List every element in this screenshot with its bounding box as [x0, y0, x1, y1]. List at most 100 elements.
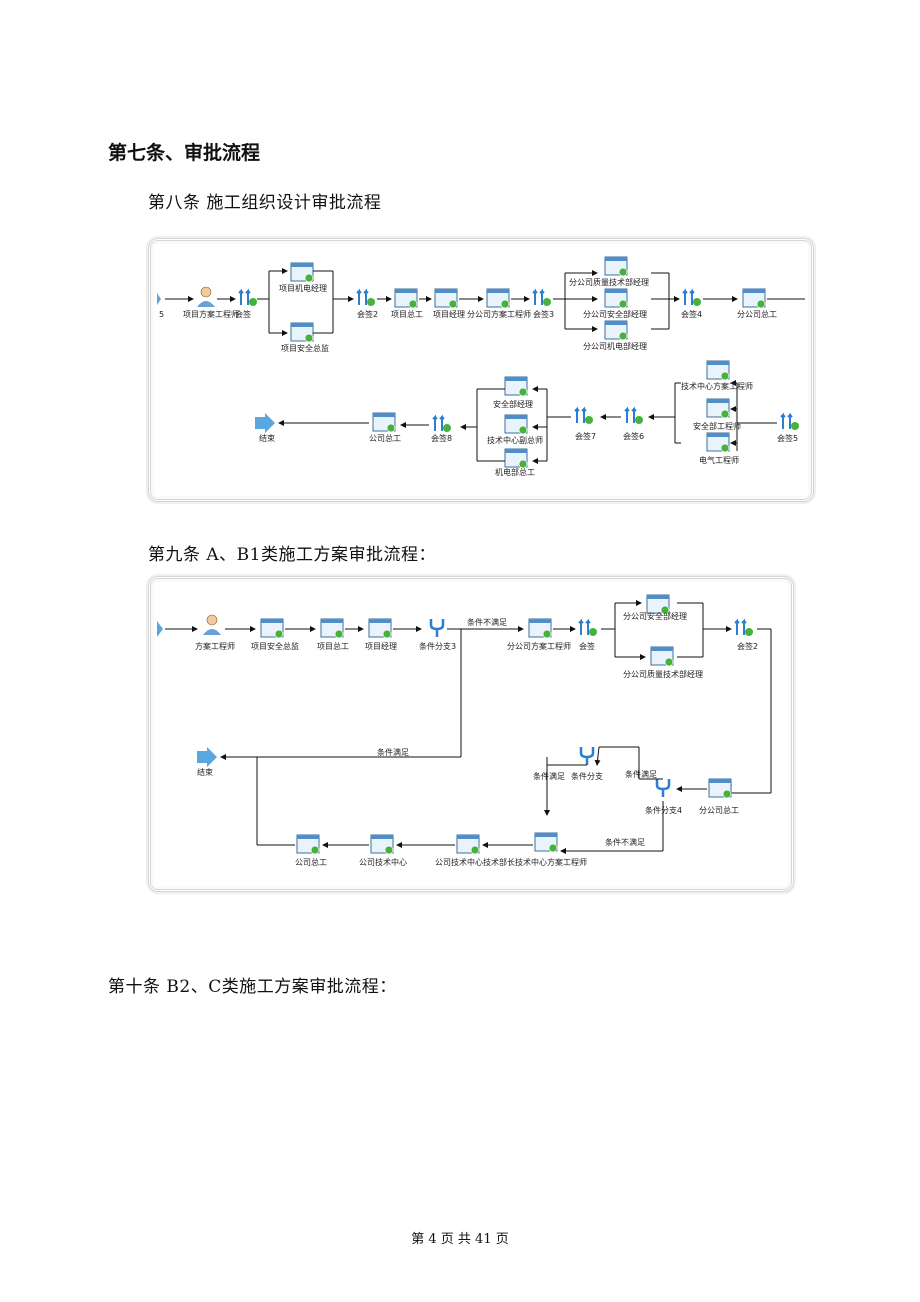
node-label: 条件分支3 — [419, 641, 456, 651]
node-label: 会签4 — [681, 309, 702, 319]
task-icon — [372, 412, 396, 433]
node-label: 会签2 — [357, 309, 378, 319]
flowchart-svg: 方案工程师 项目安全总监 项目总工 项目经理 条件分支3 条件不满足 分公司方案… — [157, 594, 772, 867]
task-icon — [456, 834, 480, 855]
task-icon — [290, 322, 314, 343]
node-label: 安全部经理 — [493, 399, 533, 409]
start-icon — [157, 293, 161, 305]
countersign-icon — [624, 408, 644, 425]
node-label: 会签8 — [431, 433, 452, 443]
branch-icon — [579, 745, 595, 767]
article-9-heading: 第九条 A、B1类施工方案审批流程： — [148, 545, 436, 565]
countersign-icon — [574, 408, 594, 425]
node-label: 项目经理 — [433, 309, 465, 319]
branch-icon — [655, 777, 671, 799]
node-label: 机电部总工 — [495, 467, 535, 477]
flowchart-svg: 5 项目方案工程师 会签 项目机电经理 项目安全总监 会签2 项目总工 项目经理… — [157, 256, 805, 477]
task-icon — [742, 288, 766, 309]
article-8-heading: 第八条 施工组织设计审批流程 — [148, 193, 382, 213]
node-label: 分公司质量技术部经理 — [623, 669, 703, 679]
task-icon — [370, 834, 394, 855]
node-label: 结束 — [197, 767, 213, 777]
task-icon — [604, 288, 628, 309]
node-label: 公司技术中心 — [359, 857, 407, 867]
task-icon — [706, 360, 730, 381]
svg-text:5: 5 — [159, 310, 164, 319]
task-icon — [604, 256, 628, 277]
node-label: 条件分支4 — [645, 805, 682, 815]
task-icon — [434, 288, 458, 309]
user-icon — [196, 286, 216, 308]
node-label: 项目总工 — [391, 309, 423, 319]
node-label: 公司总工 — [295, 857, 327, 867]
task-icon — [706, 432, 730, 453]
node-label: 公司技术中心技术部长 — [435, 857, 515, 867]
task-icon — [260, 618, 284, 639]
end-icon — [255, 413, 275, 433]
task-icon — [504, 448, 528, 469]
node-label: 项目总工 — [317, 641, 349, 651]
node-label: 会签 — [579, 641, 595, 651]
node-label: 技术中心副总师 — [487, 435, 543, 445]
node-label: 分公司方案工程师 — [467, 309, 531, 319]
node-label: 项目安全总监 — [281, 343, 329, 353]
node-label: 会签3 — [533, 309, 554, 319]
node-label: 分公司总工 — [737, 309, 777, 319]
node-label: 方案工程师 — [195, 641, 235, 651]
countersign-icon — [532, 290, 552, 307]
end-icon — [197, 747, 217, 767]
flowchart-construction-design: 5 项目方案工程师 会签 项目机电经理 项目安全总监 会签2 项目总工 项目经理… — [148, 238, 814, 502]
countersign-icon — [734, 620, 754, 637]
countersign-icon — [238, 290, 258, 307]
start-icon — [157, 621, 163, 637]
edge-label: 条件满足 — [377, 747, 409, 757]
node-label: 分公司质量技术部经理 — [569, 277, 649, 287]
node-label: 安全部工程师 — [693, 421, 741, 431]
task-icon — [296, 834, 320, 855]
node-label: 结束 — [259, 433, 275, 443]
task-icon — [650, 646, 674, 667]
task-icon — [290, 262, 314, 283]
page-footer: 第 4 页 共 41 页 — [411, 1232, 509, 1247]
node-label: 会签6 — [623, 431, 644, 441]
article-10-heading: 第十条 B2、C类施工方案审批流程： — [108, 977, 397, 997]
task-icon — [320, 618, 344, 639]
node-label: 技术中心方案工程师 — [681, 381, 753, 391]
task-icon — [534, 832, 558, 853]
branch-icon — [429, 617, 445, 639]
countersign-icon — [356, 290, 376, 307]
edge-label: 条件满足 — [533, 771, 565, 781]
edge-label: 条件满足 — [625, 769, 657, 779]
node-label: 技术中心方案工程师 — [515, 857, 587, 867]
node-label: 会签5 — [777, 433, 798, 443]
section-title: 第七条、审批流程 — [108, 142, 261, 164]
node-label: 项目机电经理 — [279, 283, 327, 293]
countersign-icon — [682, 290, 702, 307]
node-label: 分公司安全部经理 — [623, 611, 687, 621]
task-icon — [528, 618, 552, 639]
task-icon — [706, 398, 730, 419]
task-icon — [504, 376, 528, 397]
task-icon — [604, 320, 628, 341]
node-label: 公司总工 — [369, 433, 401, 443]
node-label: 分公司总工 — [699, 805, 739, 815]
flowchart-a-b1-plan: 方案工程师 项目安全总监 项目总工 项目经理 条件分支3 条件不满足 分公司方案… — [148, 576, 794, 892]
edge-label: 条件不满足 — [467, 617, 507, 627]
edge-label: 条件不满足 — [605, 837, 645, 847]
node-label: 分公司机电部经理 — [583, 341, 647, 351]
task-icon — [486, 288, 510, 309]
countersign-icon — [578, 620, 598, 637]
task-icon — [368, 618, 392, 639]
task-icon — [708, 778, 732, 799]
node-label: 会签7 — [575, 431, 596, 441]
node-label: 项目经理 — [365, 641, 397, 651]
node-label: 项目方案工程师 — [183, 309, 239, 319]
task-icon — [504, 414, 528, 435]
node-label: 分公司方案工程师 — [507, 641, 571, 651]
node-label: 项目安全总监 — [251, 641, 299, 651]
node-label: 电气工程师 — [699, 455, 739, 465]
countersign-icon — [780, 414, 800, 431]
node-label: 会签2 — [737, 641, 758, 651]
countersign-icon — [432, 416, 452, 433]
node-label: 会签 — [235, 309, 251, 319]
